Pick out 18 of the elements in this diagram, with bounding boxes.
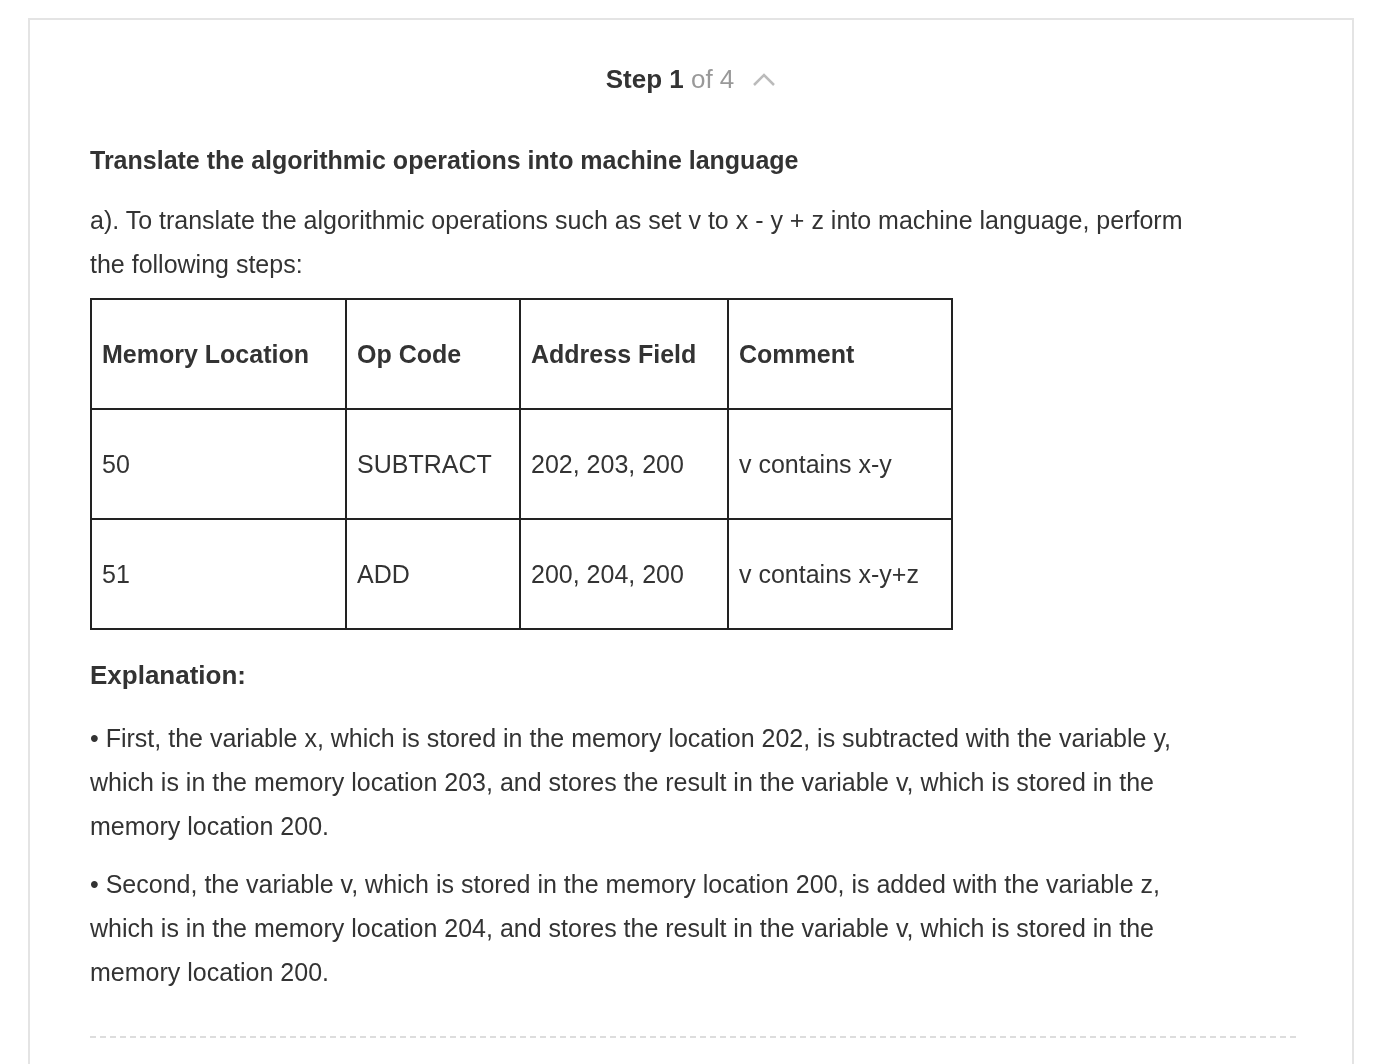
paragraph: • Second, the variable v, which is stored in the memory location 200, is added with the variable z, which is in the memory location 204, and stores the result in the variable v, which is stored in the memory location 200. <box>90 869 1161 988</box>
table-cell: SUBTRACT <box>346 409 520 519</box>
table-cell: 50 <box>91 409 346 519</box>
table-cell: ADD <box>346 519 520 629</box>
header-cell: Address Field <box>520 299 728 409</box>
paragraph: • First, the variable x, which is stored in the memory location 202, is subtracted with the variable y, which is in the memory location 203, and stores the result in the variable v, which is stored in the memory location 200. <box>90 723 1172 842</box>
header-cell: Memory Location <box>91 299 346 409</box>
table-cell: 200, 204, 200 <box>520 519 728 629</box>
paragraph: a). To translate the algorithmic operations such as set v to x - y + z into machine language, perform the following steps: <box>90 205 1184 280</box>
step-indicator: Step 1 of 4 <box>605 64 735 95</box>
table-cell: 51 <box>91 519 346 629</box>
section-heading: Translate the algorithmic operations into machine language <box>90 146 799 175</box>
table-cell: v contains x-y+z <box>728 519 952 629</box>
header-cell: Comment <box>728 299 952 409</box>
table-cell: 202, 203, 200 <box>520 409 728 519</box>
header-cell: Op Code <box>346 299 520 409</box>
explanation-heading: Explanation: <box>90 660 246 691</box>
table-cell: v contains x-y <box>728 409 952 519</box>
